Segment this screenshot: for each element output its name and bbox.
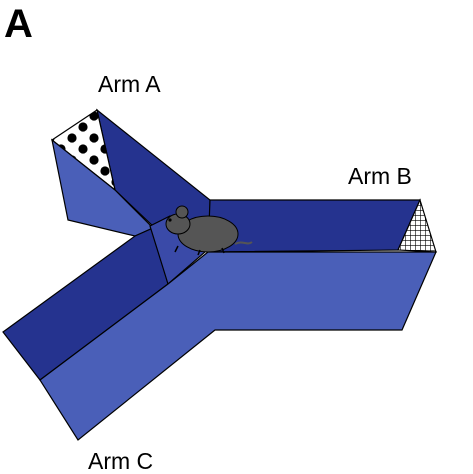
- arm-a-label: Arm A: [98, 71, 161, 97]
- panel-label: A: [4, 2, 33, 46]
- mouse-icon: [165, 205, 253, 256]
- arm-c-label: Arm C: [88, 448, 154, 474]
- arm-b-end-wall: [397, 198, 437, 253]
- arm-b-back-wall: [207, 199, 421, 253]
- arm-b-label: Arm B: [348, 163, 412, 189]
- front-outer-wall: [39, 251, 437, 441]
